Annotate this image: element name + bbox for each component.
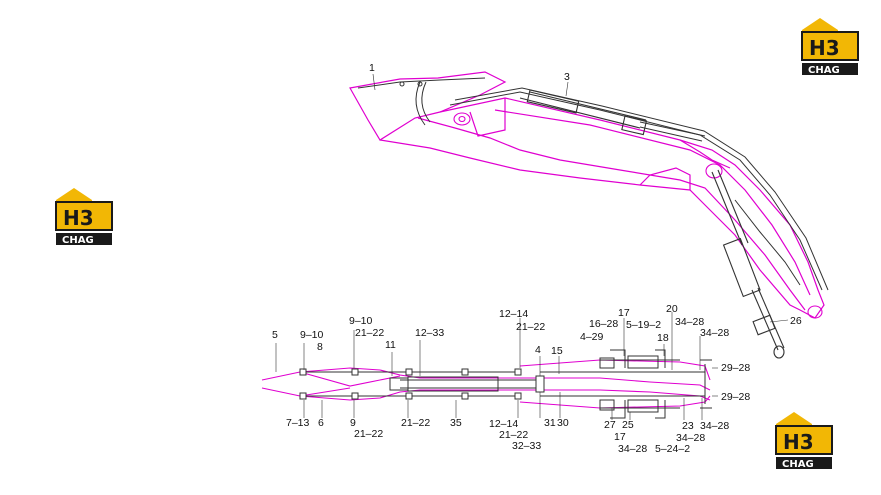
callout-32-33: 32–33 [512,440,541,452]
logo-mark: H3 [809,36,840,60]
arm-hydraulic-lines [300,349,712,419]
callout-34-28-a: 34–28 [675,316,704,328]
logo-bottom-right: H3 CHAG [775,412,833,470]
callout-12-14-b: 12–14 [489,418,518,430]
callout-29-28-b: 29–28 [721,391,750,403]
callout-5-24-2: 5–24–2 [655,443,690,455]
callout-34-28-c: 34–28 [618,443,647,455]
callout-18: 18 [657,332,669,344]
boom-outline [349,71,825,319]
callout-34-28-d: 34–28 [676,432,705,444]
callout-6: 6 [318,417,324,429]
callout-12-33: 12–33 [415,327,444,339]
callout-23: 23 [682,420,694,432]
logo-mark: H3 [63,206,94,230]
leader-lines [275,73,789,420]
logo-caption: CHAG [62,235,94,246]
callout-27: 27 [604,419,616,431]
callout-3: 3 [564,71,570,83]
callout-20: 20 [666,303,678,315]
callout-21-22-d: 21–22 [401,417,430,429]
callout-16-28: 16–28 [589,318,618,330]
arm-cylinder [711,169,785,359]
logo-mark: H3 [783,430,814,454]
callout-25: 25 [622,419,634,431]
callout-21-22-e: 21–22 [499,429,528,441]
callout-35: 35 [450,417,462,429]
callout-34-28-e: 34–28 [700,420,729,432]
callout-21-22-c: 21–22 [354,428,383,440]
callout-15: 15 [551,345,563,357]
boom-hydraulic-lines [357,77,829,291]
callout-labels: 1 3 26 5 9–10 8 9–10 21–22 11 12–33 12–1… [272,62,802,455]
callout-8: 8 [317,341,323,353]
logo-left: H3 CHAG [55,188,113,246]
callout-9: 9 [350,417,356,429]
callout-21-22-a: 21–22 [355,327,384,339]
callout-12-14-a: 12–14 [499,308,528,320]
logo-top-right: H3 CHAG [801,18,859,76]
callout-5-19-2: 5–19–2 [626,319,661,331]
callout-17-b: 17 [614,431,626,443]
callout-31: 31 [544,417,556,429]
callout-9-10-b: 9–10 [349,315,373,327]
callout-21-22-b: 21–22 [516,321,545,333]
arm-outline [261,359,711,409]
callout-17-a: 17 [618,307,630,319]
callout-26: 26 [790,315,802,327]
callout-5: 5 [272,329,278,341]
callout-29-28-a: 29–28 [721,362,750,374]
callout-7-13: 7–13 [286,417,310,429]
callout-4-29: 4–29 [580,331,604,343]
logo-caption: CHAG [782,459,814,470]
boom-pins [453,112,823,319]
callout-9-10-a: 9–10 [300,329,324,341]
callout-11: 11 [385,339,396,351]
callout-30: 30 [557,417,569,429]
callout-4-a: 4 [535,344,541,356]
callout-34-28-b: 34–28 [700,327,729,339]
logo-caption: CHAG [808,65,840,76]
arm-clamps [299,368,545,400]
callout-1: 1 [369,62,375,74]
